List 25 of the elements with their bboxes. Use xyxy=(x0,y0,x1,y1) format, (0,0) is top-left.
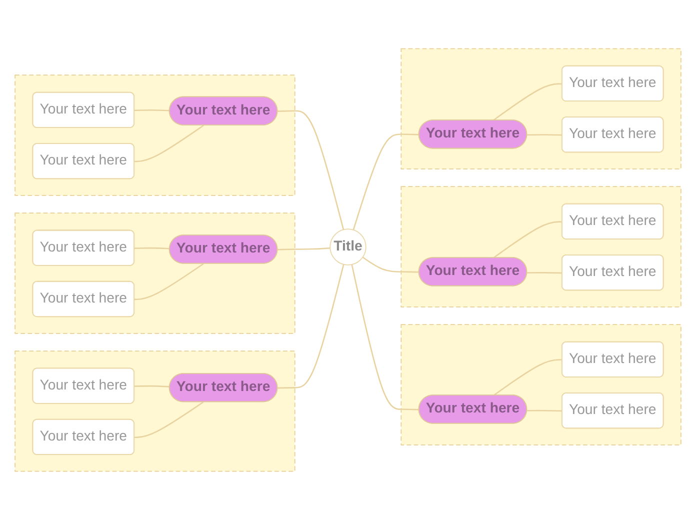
connector xyxy=(134,402,204,438)
connector xyxy=(527,410,562,412)
connector xyxy=(278,247,330,250)
connector xyxy=(134,247,170,250)
connector xyxy=(492,221,562,259)
connector xyxy=(493,359,562,396)
connector xyxy=(134,263,204,300)
node-circle: Title xyxy=(330,228,366,266)
cluster xyxy=(14,212,296,334)
connector xyxy=(362,256,420,273)
cluster xyxy=(14,350,296,472)
connector xyxy=(527,134,562,136)
connector xyxy=(527,272,562,274)
cluster xyxy=(400,324,682,446)
connector xyxy=(134,385,170,388)
connector xyxy=(351,264,420,410)
cluster xyxy=(400,186,682,308)
connector xyxy=(134,109,170,112)
connector xyxy=(492,83,562,122)
connector xyxy=(278,264,344,389)
connector xyxy=(278,110,344,230)
cluster xyxy=(14,74,296,196)
cluster xyxy=(400,48,682,170)
connector xyxy=(352,134,420,230)
connector xyxy=(134,124,204,162)
